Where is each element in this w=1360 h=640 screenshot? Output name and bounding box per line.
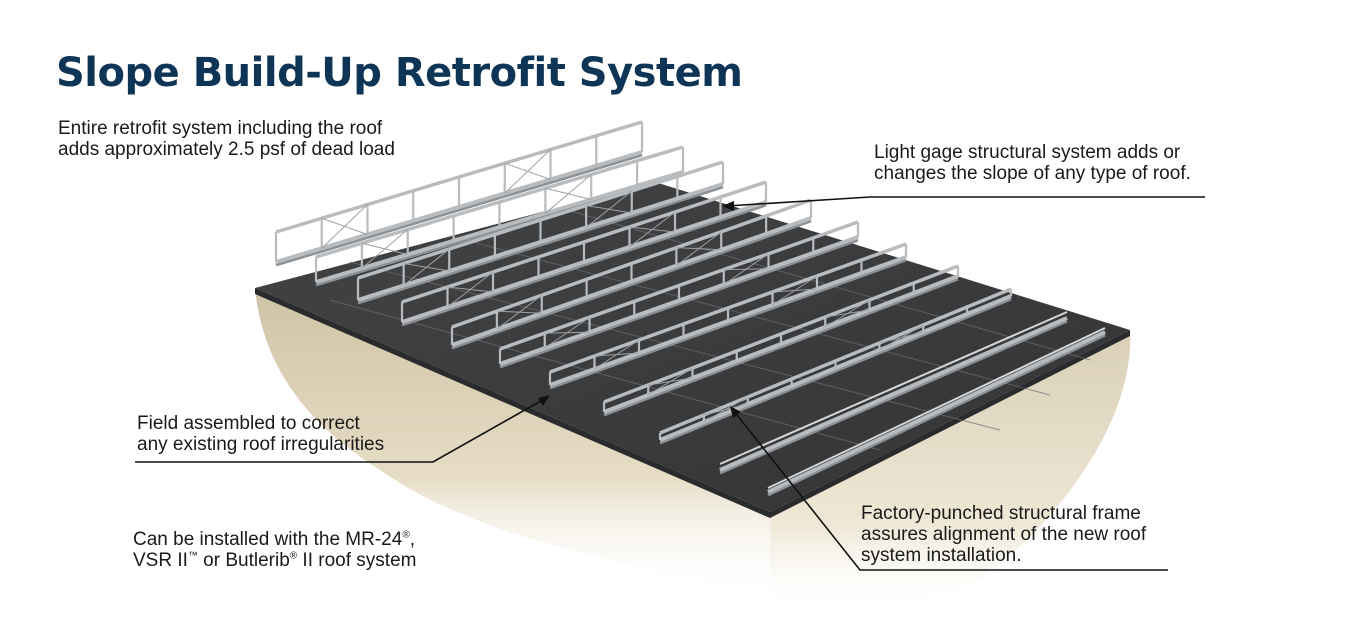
- install-line2-c: II roof system: [297, 550, 417, 571]
- callout-dead-load-line2: adds approximately 2.5 psf of dead load: [58, 139, 395, 160]
- trademark-mark: ™: [187, 550, 198, 562]
- retrofit-frames: [274, 120, 1106, 497]
- callout-factory-punched: Factory-punched structural frame assures…: [861, 503, 1146, 566]
- callout-install-with-line2: VSR II™ or Butlerib® II roof system: [133, 550, 416, 571]
- arrow-field-assembled: [538, 395, 550, 406]
- frame-5: [450, 198, 813, 350]
- frame-1: [274, 120, 644, 267]
- callout-install-with: Can be installed with the MR-24®, VSR II…: [133, 529, 416, 571]
- frame-10: [719, 311, 1068, 475]
- frame-11: [767, 327, 1106, 497]
- registered-mark: ®: [402, 529, 410, 541]
- install-line1-a: Can be installed with the MR-24: [133, 529, 403, 550]
- registered-mark-2: ®: [289, 550, 298, 562]
- left-wall: [255, 288, 770, 600]
- leader-lines: [135, 196, 1205, 571]
- leader-light-gage: [726, 196, 1205, 207]
- install-line2-a: VSR II: [133, 550, 188, 571]
- right-wall: [770, 330, 1131, 612]
- callout-install-with-line1: Can be installed with the MR-24®,: [133, 529, 416, 550]
- arrow-factory-punched: [730, 406, 741, 418]
- leader-arrows: [538, 201, 741, 418]
- callout-dead-load-line1: Entire retrofit system including the roo…: [58, 118, 383, 139]
- frame-7: [548, 242, 908, 390]
- install-line1-b: ,: [409, 529, 415, 550]
- page-title: Slope Build-Up Retrofit System: [56, 50, 743, 96]
- leader-field-assembled: [135, 397, 547, 463]
- callout-light-gage-line2: changes the slope of any type of roof.: [874, 163, 1191, 184]
- callout-field-assembled: Field assembled to correct any existing …: [137, 413, 384, 455]
- frame-4: [400, 180, 768, 327]
- callout-dead-load: Entire retrofit system including the roo…: [58, 118, 395, 160]
- frame-8: [602, 264, 960, 417]
- callout-field-assembled-line1: Field assembled to correct: [137, 413, 360, 434]
- frame-9: [658, 287, 1013, 445]
- callout-factory-punched-line2: assures alignment of the new roof: [861, 524, 1147, 545]
- frame-6: [498, 220, 860, 369]
- frame-3: [356, 160, 725, 305]
- arrow-light-gage: [722, 201, 734, 211]
- callout-factory-punched-line1: Factory-punched structural frame: [861, 503, 1141, 524]
- leader-factory-punched: [732, 409, 1168, 571]
- callout-light-gage-line1: Light gage structural system adds or: [874, 142, 1181, 163]
- install-line2-b: or Butlerib: [197, 550, 290, 571]
- callout-field-assembled-line2: any existing roof irregularities: [137, 434, 385, 455]
- callout-factory-punched-line3: system installation.: [861, 545, 1022, 566]
- callout-light-gage: Light gage structural system adds or cha…: [874, 142, 1191, 184]
